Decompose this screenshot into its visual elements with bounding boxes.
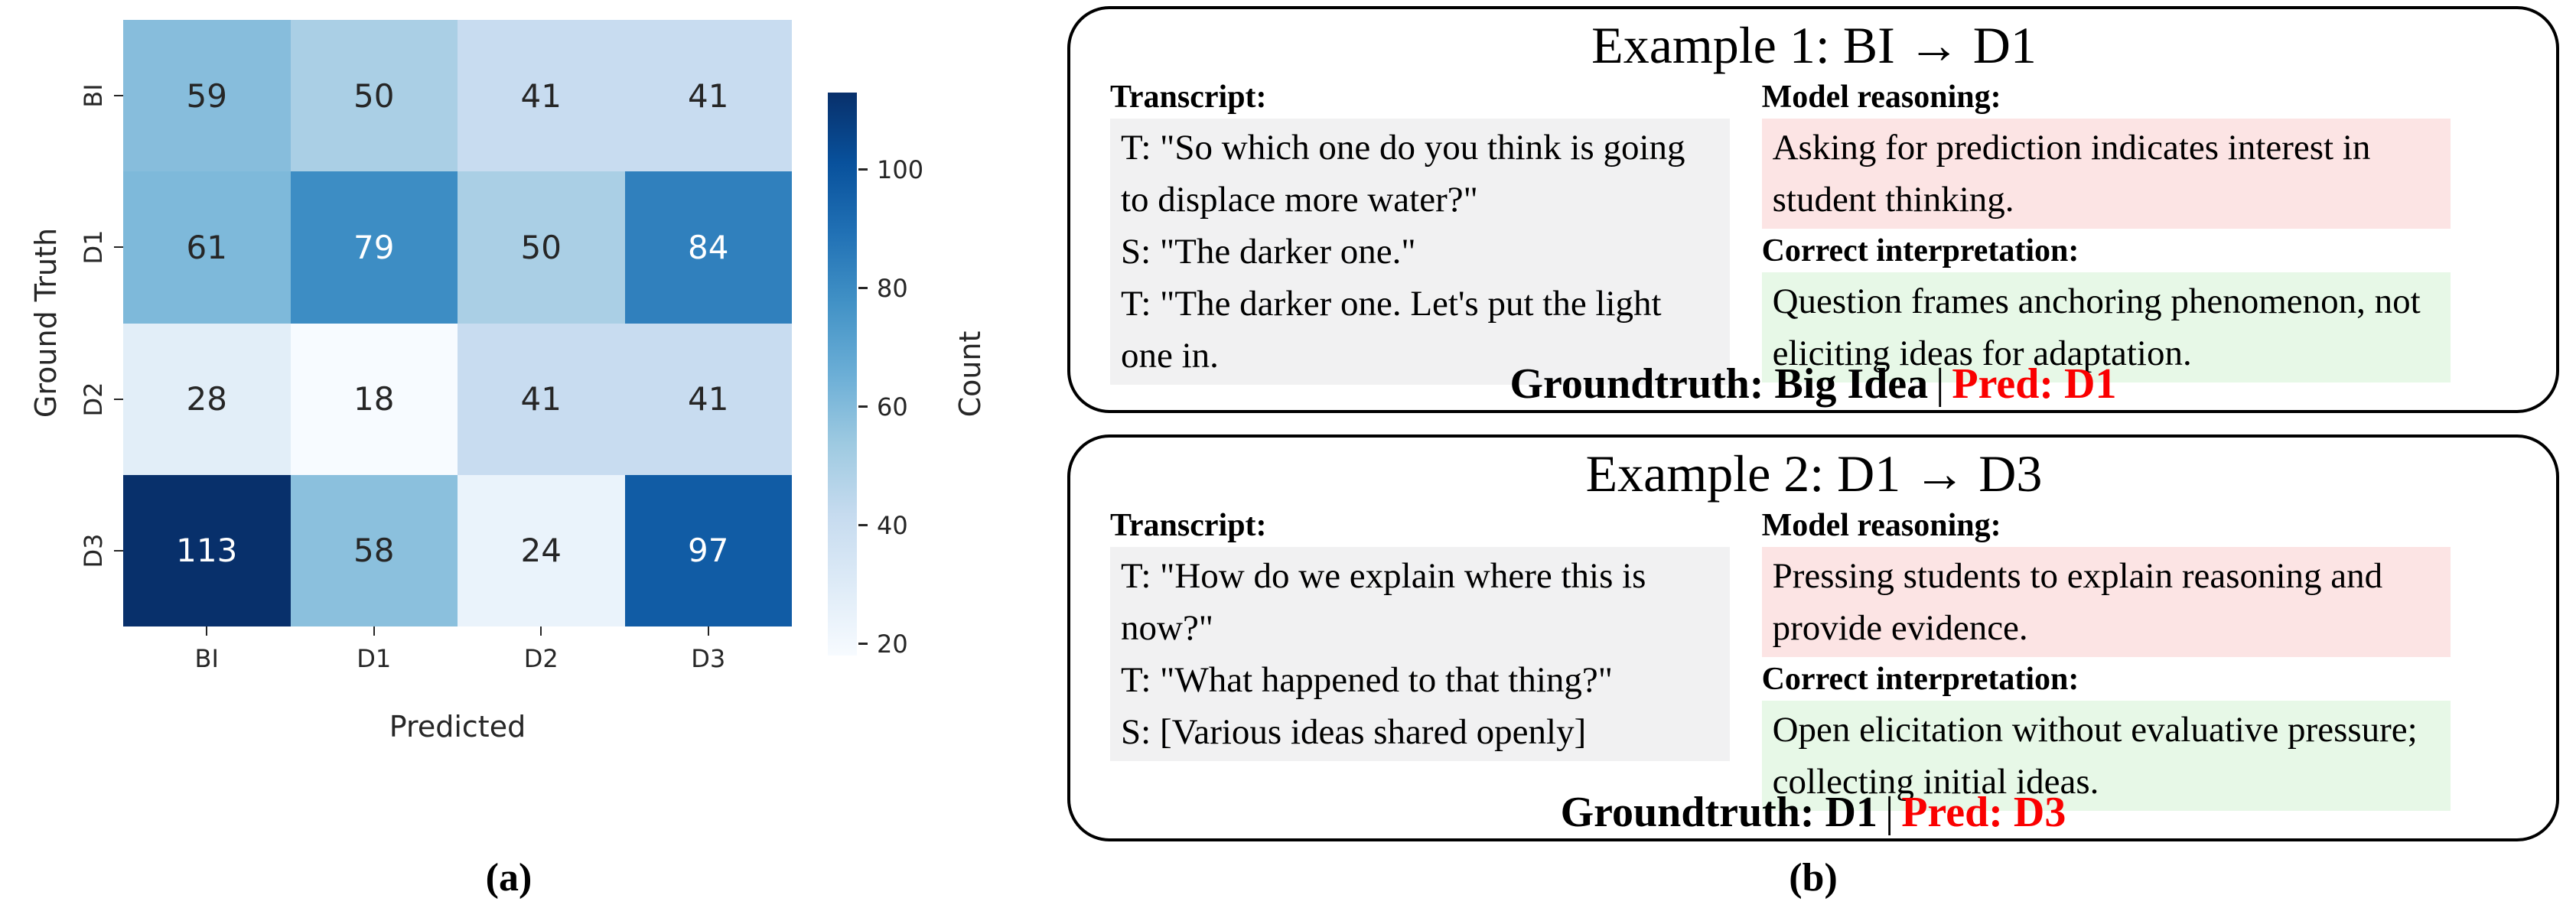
y-tick-mark — [114, 398, 123, 400]
example-2-transcript-column: Transcript: T: "How do we explain where … — [1110, 505, 1730, 811]
transcript-label: Transcript: — [1110, 508, 1267, 544]
colorbar-tick-label: 60 — [877, 392, 908, 421]
example-1-analysis-column: Model reasoning: Asking for prediction i… — [1761, 76, 2451, 385]
heatmap-cell: 97 — [624, 474, 792, 626]
x-tick-mark — [206, 626, 208, 636]
groundtruth-text: Groundtruth: Big Idea — [1509, 360, 1929, 408]
heatmap-cell: 41 — [458, 323, 625, 475]
example-box-2: Example 2: D1 → D3 Transcript: T: "How d… — [1067, 434, 2559, 841]
y-tick-mark — [114, 95, 123, 97]
x-tick-mark — [540, 626, 542, 636]
transcript-line: S: [Various ideas shared openly] — [1121, 712, 1587, 753]
caption-a: (a) — [485, 856, 532, 900]
transcript-label: Transcript: — [1110, 80, 1267, 116]
transcript-line: S: "The darker one." — [1121, 232, 1416, 272]
example-2-analysis-column: Model reasoning: Pressing students to ex… — [1761, 505, 2451, 811]
transcript-line: T: "How do we explain where this is now?… — [1121, 555, 1646, 648]
heatmap-cell: 41 — [624, 323, 792, 475]
transcript-block: T: "So which one do you think is going t… — [1110, 118, 1730, 386]
transcript-block: T: "How do we explain where this is now?… — [1110, 546, 1730, 762]
heatmap-cell: 50 — [290, 20, 458, 172]
colorbar-gradient — [828, 93, 857, 656]
colorbar-tick-label: 80 — [877, 273, 908, 303]
colorbar-tick-label: 20 — [877, 629, 908, 659]
heatmap-cell: 24 — [458, 474, 625, 626]
colorbar-tick-mark — [858, 524, 868, 527]
colorbar-tick-mark — [858, 643, 868, 645]
example-1-title: Example 1: BI → D1 — [1591, 16, 2037, 74]
colorbar-label: Count — [953, 330, 987, 418]
x-tick-label: BI — [194, 644, 219, 673]
example-1-transcript-column: Transcript: T: "So which one do you thin… — [1110, 76, 1730, 386]
transcript-line: T: "The darker one. Let's put the light … — [1121, 284, 1662, 376]
colorbar-tick-mark — [858, 405, 868, 408]
groundtruth-text: Groundtruth: D1 — [1560, 789, 1877, 836]
y-axis-label: Ground Truth — [29, 227, 63, 418]
example-1-footer: Groundtruth: Big Idea|Pred: D1 — [1070, 360, 2556, 408]
y-tick-label: D1 — [79, 229, 108, 265]
x-axis-label: Predicted — [389, 710, 526, 744]
model-reasoning-label: Model reasoning: — [1761, 80, 2001, 116]
colorbar-tick-label: 100 — [877, 155, 924, 184]
heatmap-cell: 59 — [123, 20, 291, 172]
transcript-line: T: "So which one do you think is going t… — [1121, 127, 1685, 220]
heatmap-cell: 28 — [123, 323, 291, 475]
prediction-text: Pred: D1 — [1952, 360, 2117, 408]
heatmap-cell: 113 — [123, 474, 291, 626]
correct-interpretation-block: Question frames anchoring phenomenon, no… — [1761, 272, 2451, 382]
model-reasoning-block: Pressing students to explain reasoning a… — [1761, 546, 2451, 658]
x-tick-label: D1 — [357, 644, 392, 673]
example-2-footer: Groundtruth: D1|Pred: D3 — [1070, 788, 2556, 837]
correct-interpretation-label: Correct interpretation: — [1761, 662, 2079, 698]
y-tick-mark — [114, 549, 123, 552]
examples-panel: Example 1: BI → D1 Transcript: T: "So wh… — [1067, 0, 2559, 921]
transcript-line: T: "What happened to that thing?" — [1121, 660, 1613, 701]
model-reasoning-label: Model reasoning: — [1761, 508, 2001, 544]
model-reasoning-block: Asking for prediction indicates interest… — [1761, 118, 2451, 229]
correct-interpretation-block: Open elicitation without evaluative pres… — [1761, 700, 2451, 811]
y-tick-mark — [114, 246, 123, 249]
correct-interpretation-label: Correct interpretation: — [1761, 233, 2079, 269]
y-tick-label: D2 — [79, 382, 108, 417]
heatmap-cell: 41 — [624, 20, 792, 172]
prediction-text: Pred: D3 — [1901, 789, 2066, 836]
example-2-title: Example 2: D1 → D3 — [1585, 444, 2043, 503]
example-2-columns: Transcript: T: "How do we explain where … — [1110, 505, 2518, 811]
colorbar-tick-mark — [858, 168, 868, 171]
heatmap-cell: 58 — [290, 474, 458, 626]
caption-b: (b) — [1789, 856, 1838, 900]
heatmap-cell: 61 — [123, 171, 291, 324]
heatmap-cell: 84 — [624, 171, 792, 324]
y-tick-label: BI — [79, 83, 108, 108]
heatmap-cell: 79 — [290, 171, 458, 324]
x-tick-label: D3 — [691, 644, 726, 673]
example-box-1: Example 1: BI → D1 Transcript: T: "So wh… — [1067, 6, 2559, 413]
x-tick-mark — [373, 626, 375, 636]
example-1-columns: Transcript: T: "So which one do you thin… — [1110, 76, 2518, 386]
x-tick-mark — [707, 626, 709, 636]
colorbar-tick-mark — [858, 287, 868, 290]
heatmap-cell: 41 — [458, 20, 625, 172]
heatmap-cell: 18 — [290, 323, 458, 475]
footer-separator: | — [1936, 360, 1945, 408]
heatmap-cell: 50 — [458, 171, 625, 324]
x-tick-label: D2 — [523, 644, 559, 673]
y-tick-label: D3 — [79, 533, 108, 568]
footer-separator: | — [1885, 789, 1894, 836]
colorbar-tick-label: 40 — [877, 510, 908, 540]
